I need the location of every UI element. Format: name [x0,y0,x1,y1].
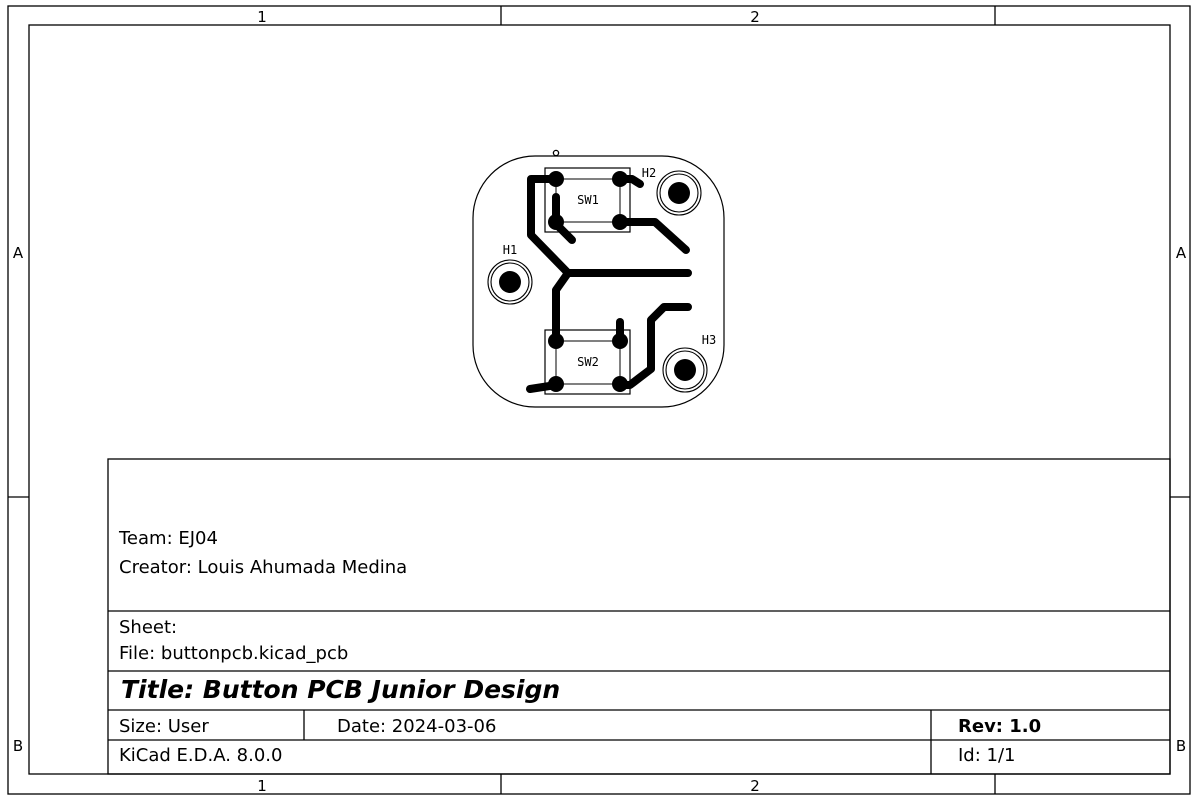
switch-sw2: SW2 [544,329,631,395]
h2-ref-label: H2 [642,166,656,180]
title-label: Title: Button PCB Junior Design [121,675,560,704]
col-label-bottom-1: 1 [257,777,267,795]
row-label-left-b: B [13,737,23,755]
h3-ref-label: H3 [702,333,716,347]
title-block: Team: EJ04 Creator: Louis Ahumada Medina… [107,458,1171,775]
col-label-top-2: 2 [750,8,760,26]
copper-traces [526,175,692,393]
col-label-bottom-2: 2 [750,777,760,795]
file-label: File: buttonpcb.kicad_pcb [119,643,348,664]
sheet-label: Sheet: [119,617,177,638]
tool-version-label: KiCad E.D.A. 8.0.0 [119,745,282,766]
size-label: Size: User [119,716,209,737]
h1-ref-label: H1 [503,243,517,257]
col-label-top-1: 1 [257,8,267,26]
outer-frame [7,5,1191,795]
sw2-ref-label: SW2 [577,355,599,369]
rev-label: Rev: 1.0 [958,716,1041,737]
mounting-hole-h2: H2 [642,166,702,216]
creator-label: Creator: Louis Ahumada Medina [119,557,407,578]
id-label: Id: 1/1 [958,745,1016,766]
mounting-hole-h1: H1 [487,243,533,305]
switch-sw1: SW1 [544,167,631,233]
zone-dividers [8,6,1190,794]
board-origin-marker [552,149,560,157]
row-label-right-b: B [1176,737,1186,755]
date-label: Date: 2024-03-06 [337,716,496,737]
sw1-ref-label: SW1 [577,193,599,207]
row-label-right-a: A [1176,244,1187,262]
board-outline [472,155,725,408]
pcb-board: SW1 SW2 H1 H2 [472,149,725,408]
mounting-hole-h3: H3 [662,333,716,393]
row-label-left-a: A [13,244,24,262]
team-label: Team: EJ04 [118,528,218,549]
